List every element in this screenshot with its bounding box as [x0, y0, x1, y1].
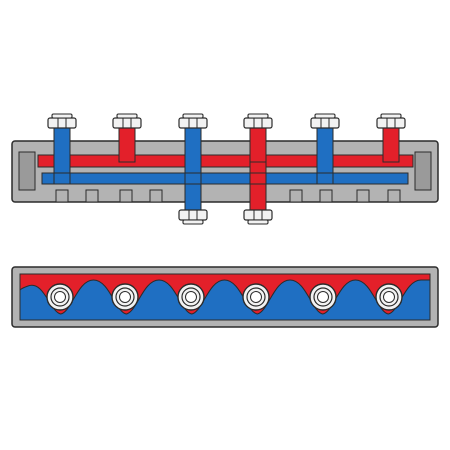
fitting-cap — [314, 113, 336, 119]
top-fitting-1 — [47, 113, 77, 129]
bottom-branch-pipe-cold — [184, 172, 202, 215]
fitting-nut — [178, 117, 208, 129]
bottom-fitting-3 — [178, 209, 208, 225]
port-2 — [111, 283, 139, 311]
cold-channel-outline — [41, 172, 409, 185]
port-4 — [242, 283, 270, 311]
mounting-nub — [387, 189, 401, 203]
left-end-recess — [18, 151, 36, 191]
port-bore — [250, 291, 262, 303]
top-outlet-fittings — [47, 113, 406, 129]
fitting-cap — [182, 219, 204, 225]
mounting-nub — [356, 189, 370, 203]
port-bore — [119, 291, 131, 303]
bottom-branch-pipe-hot — [249, 161, 267, 215]
mounting-nub — [119, 189, 133, 203]
fitting-cap — [182, 113, 204, 119]
fitting-nut — [243, 117, 273, 129]
mounting-nubs — [55, 189, 401, 203]
top-fitting-2 — [112, 113, 142, 129]
manifold-front-view — [11, 266, 439, 328]
port-5 — [309, 283, 337, 311]
fitting-nut — [243, 209, 273, 221]
front-ports — [46, 283, 403, 311]
manifold-top-view — [11, 113, 439, 225]
fitting-cap — [380, 113, 402, 119]
fitting-nut — [310, 117, 340, 129]
bottom-outlet-fittings — [178, 209, 273, 225]
port-bore — [383, 291, 395, 303]
branch-pipes — [41, 127, 409, 215]
fitting-cap — [116, 113, 138, 119]
port-1 — [46, 283, 74, 311]
port-bore — [317, 291, 329, 303]
fitting-nut — [376, 117, 406, 129]
hot-channel — [37, 154, 414, 168]
fitting-nut — [178, 209, 208, 221]
port-bore — [54, 291, 66, 303]
mounting-nub — [319, 189, 333, 203]
manifold-body — [11, 140, 439, 203]
branch-pipe-hot — [382, 127, 400, 163]
cold-channel — [41, 172, 409, 185]
fitting-nut — [47, 117, 77, 129]
mounting-nub — [289, 189, 303, 203]
fitting-cap — [247, 219, 269, 225]
fitting-nut — [112, 117, 142, 129]
branch-pipe-hot — [249, 127, 267, 163]
branch-pipe-cold — [316, 127, 334, 185]
branch-pipe-hot — [118, 127, 136, 163]
right-end-recess — [414, 151, 432, 191]
top-fitting-4 — [243, 113, 273, 129]
mounting-nub — [149, 189, 163, 203]
top-fitting-5 — [310, 113, 340, 129]
fitting-cap — [247, 113, 269, 119]
top-fitting-6 — [376, 113, 406, 129]
port-bore — [185, 291, 197, 303]
branch-pipe-cold — [53, 127, 71, 185]
fitting-cap — [51, 113, 73, 119]
mounting-nub — [55, 189, 69, 203]
front-cold-wave — [20, 279, 430, 320]
port-6 — [375, 283, 403, 311]
mounting-nub — [85, 189, 99, 203]
top-fitting-3 — [178, 113, 208, 129]
port-3 — [177, 283, 205, 311]
bottom-fitting-4 — [243, 209, 273, 225]
